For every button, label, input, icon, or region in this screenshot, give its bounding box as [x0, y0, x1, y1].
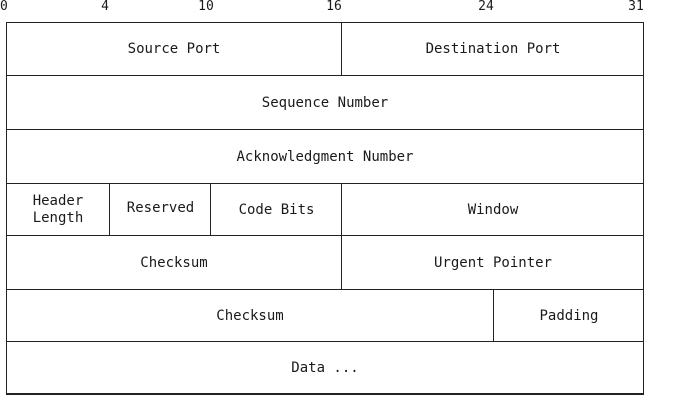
field-data: Data ...	[291, 360, 359, 376]
column-divider	[341, 22, 342, 75]
row-divider	[6, 289, 644, 290]
field-checksum: Checksum	[140, 254, 208, 271]
column-divider	[341, 183, 342, 235]
row-divider	[6, 235, 644, 236]
bit-label-10: 10	[198, 0, 214, 14]
column-divider	[341, 235, 342, 289]
row-divider	[6, 183, 644, 184]
field-destination-port: Destination Port	[425, 40, 561, 57]
bit-label-16: 16	[326, 0, 342, 14]
field-checksum-options: Checksum	[216, 307, 284, 324]
column-divider	[210, 183, 211, 235]
row-divider	[6, 75, 644, 76]
column-divider	[109, 183, 110, 235]
field-source-port: Source Port	[127, 40, 221, 57]
row-divider	[6, 341, 644, 342]
field-padding: Padding	[539, 307, 599, 324]
field-header-length: Header Length	[32, 193, 84, 226]
bit-label-24: 24	[478, 0, 494, 14]
diagram-frame	[6, 22, 644, 395]
field-code-bits: Code Bits	[238, 201, 315, 218]
field-sequence-number: Sequence Number	[261, 94, 389, 111]
column-divider	[493, 289, 494, 341]
field-reserved: Reserved	[126, 199, 195, 216]
field-window: Window	[467, 201, 519, 218]
bit-label-31: 31	[628, 0, 644, 14]
field-urgent-pointer: Urgent Pointer	[433, 254, 552, 271]
row-divider	[6, 129, 644, 130]
bit-label-4: 4	[101, 0, 109, 14]
field-acknowledgment-number: Acknowledgment Number	[236, 148, 414, 165]
tcp-header-diagram: Source Port Destination Port Sequence Nu…	[6, 22, 644, 395]
bit-label-0: 0	[0, 0, 8, 14]
